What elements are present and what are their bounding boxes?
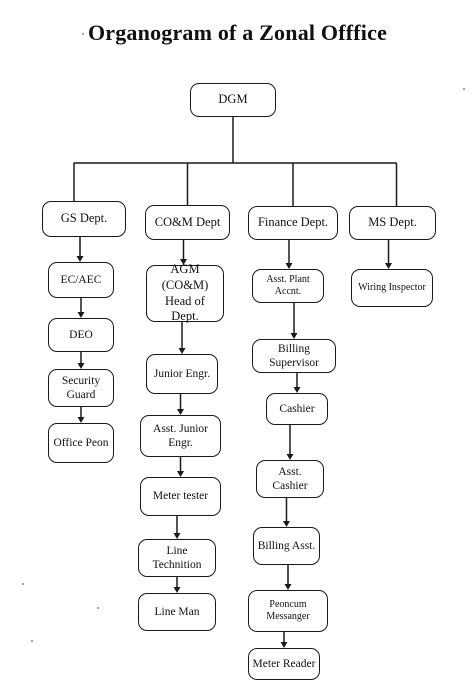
node-wiring-inspector: Wiring Inspector [351,269,433,307]
node-billing-supervisor: Billing Supervisor [252,339,336,373]
node-agm-coandm-head-of-dept: AGM (CO&M) Head of Dept. [146,262,224,324]
arrow-fin-2-arrowhead [293,387,301,393]
node-asst-junior-engr: Asst. Junior Engr. [140,415,221,457]
arrow-com-3-arrowhead [177,471,184,477]
arrow-ms-0-arrowhead [385,263,392,269]
node-dept-fin: Finance Dept. [248,206,338,240]
node-asst-plant-accnt-label: Asst. Plant Accnt. [266,273,310,298]
node-line-technition-label: Line Technition [152,544,202,571]
node-peoncum-messanger: Peoncum Messanger [248,590,328,632]
arrow-gs-2-arrowhead [77,363,85,369]
node-junior-engr-label: Junior Engr. [153,367,211,380]
arrow-fin-5-arrowhead [284,584,292,590]
node-billing-asst: Billing Asst. [253,527,320,565]
arrow-fin-1-arrowhead [290,333,298,339]
node-asst-plant-accnt: Asst. Plant Accnt. [252,269,324,303]
node-security-guard: Security Guard [48,369,114,407]
arrow-gs-0-arrowhead [76,256,84,262]
arrow-gs-1-arrowhead [77,312,85,318]
arrow-com-1-arrowhead [178,348,186,354]
arrow-fin-0-arrowhead [285,263,293,269]
node-security-guard-label: Security Guard [61,374,101,401]
node-dept-com-label: CO&M Dept [154,214,221,229]
node-meter-tester-label: Meter tester [152,490,209,503]
node-meter-tester: Meter tester [140,477,221,516]
diagram-title: Organogram of a Zonal Offfice [87,20,388,45]
node-dept-com: CO&M Dept [145,205,230,240]
node-ec-aec: EC/AEC [48,262,114,298]
node-dept-gs-label: GS Dept. [60,211,108,226]
node-deo-label: DEO [69,328,93,341]
node-dept-ms-label: MS Dept. [368,215,417,230]
arrow-com-5-arrowhead [173,587,181,593]
node-dept-gs: GS Dept. [42,201,126,237]
node-billing-asst-label: Billing Asst. [257,539,316,552]
node-dept-fin-label: Finance Dept. [257,215,329,230]
arrow-fin-4-arrowhead [283,521,290,527]
node-office-peon-label: Office Peon [53,436,109,449]
scan-speck [97,607,99,609]
scan-speck [22,583,24,585]
node-dept-ms: MS Dept. [349,206,436,240]
node-office-peon: Office Peon [48,423,114,463]
node-meter-reader-label: Meter Reader [252,657,316,670]
scan-speck [31,640,33,642]
node-billing-supervisor-label: Billing Supervisor [269,342,319,369]
node-deo: DEO [48,318,114,352]
arrow-gs-3-arrowhead [77,417,85,423]
node-asst-junior-engr-label: Asst. Junior Engr. [153,422,208,449]
node-ec-aec-label: EC/AEC [60,273,102,286]
arrow-com-0-arrowhead [180,259,187,265]
node-cashier: Cashier [266,393,328,425]
node-dgm-label: DGM [218,92,248,107]
node-line-man: Line Man [138,593,216,631]
node-agm-coandm-head-of-dept-label: AGM (CO&M) Head of Dept. [161,262,209,324]
node-dgm: DGM [190,83,276,117]
arrow-com-2-arrowhead [177,409,184,415]
node-wiring-inspector-label: Wiring Inspector [358,281,426,293]
arrow-fin-3-arrowhead [286,454,294,460]
node-asst-cashier: Asst. Cashier [256,460,324,498]
node-meter-reader: Meter Reader [248,648,320,680]
node-cashier-label: Cashier [279,402,315,415]
arrow-com-4-arrowhead [173,533,181,539]
scan-speck [463,88,465,90]
node-junior-engr: Junior Engr. [146,354,218,394]
node-line-man-label: Line Man [154,605,200,618]
node-peoncum-messanger-label: Peoncum Messanger [266,598,310,623]
node-line-technition: Line Technition [138,539,216,577]
arrow-fin-6-arrowhead [280,642,288,648]
scan-speck [82,33,84,35]
node-asst-cashier-label: Asst. Cashier [272,465,308,492]
